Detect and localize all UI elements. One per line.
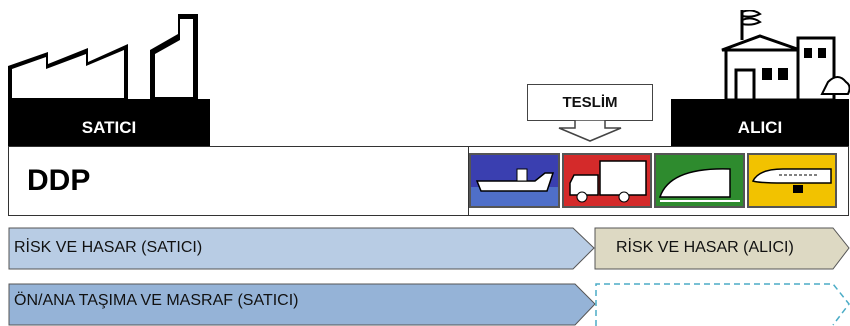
truck-icon — [562, 153, 652, 208]
seller-bar: SATICI — [8, 99, 210, 146]
train-icon — [654, 153, 745, 208]
warehouse-icon — [721, 10, 850, 100]
risk-buyer-label: RİSK VE HASAR (ALICI) — [616, 239, 794, 256]
plane-icon — [747, 153, 837, 208]
risk-seller-arrow — [8, 227, 595, 270]
risk-buyer-arrow — [594, 227, 850, 270]
risk-seller-label: RİSK VE HASAR (SATICI) — [14, 239, 203, 256]
delivery-label: TESLİM — [527, 84, 653, 121]
cost-seller-arrow — [8, 283, 596, 326]
chimney-icon — [150, 14, 198, 102]
row-divider — [468, 147, 469, 215]
seller-label: SATICI — [81, 118, 137, 137]
down-arrow-icon — [558, 120, 622, 142]
cost-seller-label: ÖN/ANA TAŞIMA VE MASRAF (SATICI) — [14, 292, 299, 309]
factory-icon — [8, 44, 128, 102]
buyer-bar: ALICI — [671, 99, 849, 146]
term-code: DDP — [27, 164, 91, 197]
buyer-label: ALICI — [737, 118, 783, 137]
ship-icon — [469, 153, 560, 208]
cost-buyer-arrow — [595, 283, 850, 326]
